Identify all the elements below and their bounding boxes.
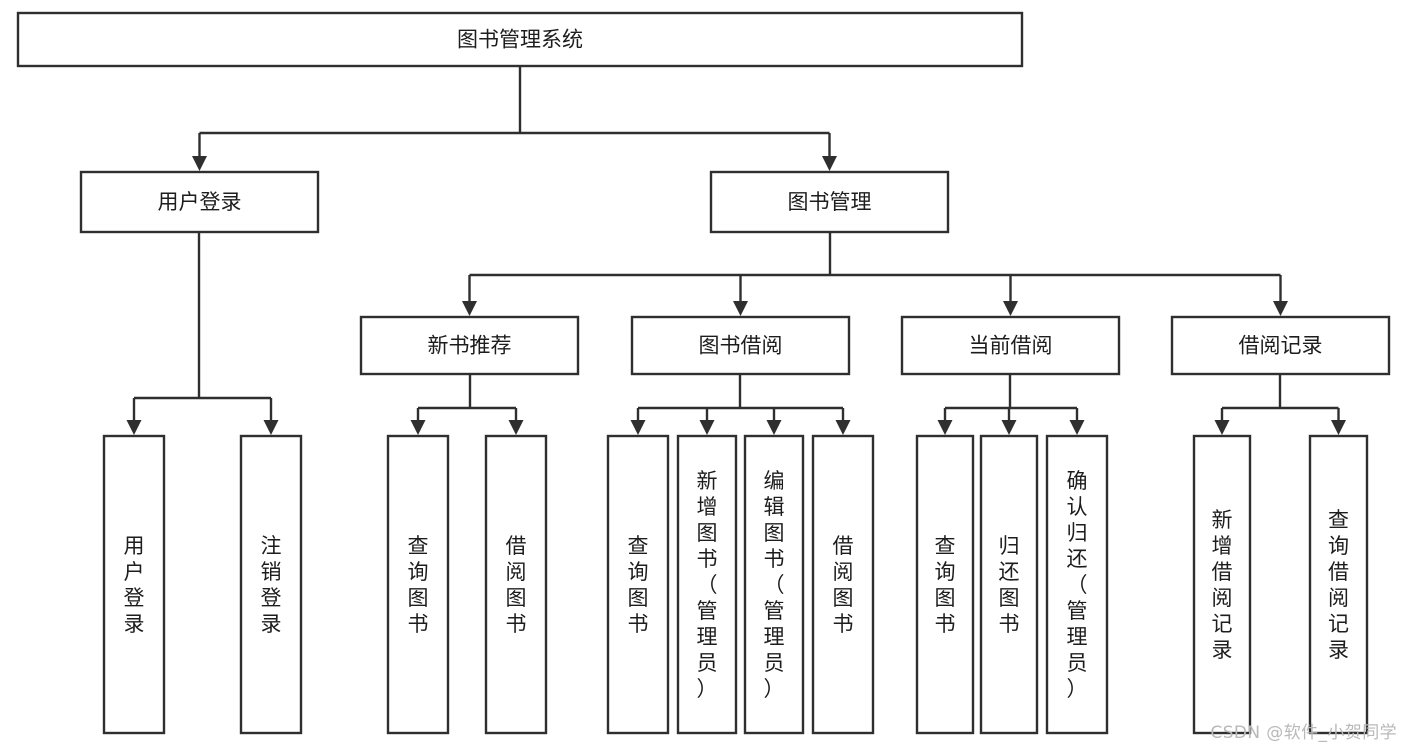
conn-recommend-to-leaves [410,374,524,435]
node-box-root[interactable] [16,11,1024,68]
node-box-borrow-record[interactable] [1170,315,1391,376]
node-label-borrow-record: 借阅记录 [1239,334,1323,358]
node-label-leaf-query-book-borrow: 查询图书 [628,534,649,636]
node-box-leaf-edit-book[interactable] [743,434,805,735]
leaf-node[interactable]: 新增借阅记录 [1192,434,1252,735]
node-box-leaf-add-borrow-record[interactable] [1192,434,1252,735]
node-box-leaf-add-book[interactable] [676,434,738,735]
leaf-node[interactable]: 借阅图书 [484,434,548,735]
leaf-node[interactable]: 用户登录 [102,434,166,735]
node-box-leaf-query-book-borrow[interactable] [606,434,670,735]
level3-node[interactable]: 新书推荐 [359,315,580,376]
node-box-leaf-query-book-current[interactable] [915,434,975,735]
node-label-leaf-confirm-return: 确认归还（管理员） [1067,469,1088,701]
conn-userlogin-to-leaves [126,232,279,435]
node-box-leaf-query-borrow-record[interactable] [1308,434,1369,735]
level3-node[interactable]: 借阅记录 [1170,315,1391,376]
conn-record-to-leaves [1214,374,1346,435]
conn-current-to-leaves [937,374,1085,435]
node-label-leaf-edit-book: 编辑图书（管理员） [764,469,785,701]
node-label-leaf-user-login: 用户登录 [124,534,145,636]
node-box-leaf-query-book-recommend[interactable] [386,434,450,735]
leaf-node[interactable]: 查询图书 [606,434,670,735]
node-label-leaf-logout: 注销登录 [261,534,282,636]
node-label-root: 图书管理系统 [457,28,583,52]
conn-root-to-level2 [192,66,837,171]
node-box-leaf-logout[interactable] [239,434,303,735]
node-box-leaf-borrow-book[interactable] [811,434,875,735]
node-box-leaf-confirm-return[interactable] [1045,434,1109,735]
leaf-node[interactable]: 归还图书 [979,434,1039,735]
connector-layer [126,66,1346,435]
node-layer: 图书管理系统用户登录图书管理新书推荐图书借阅当前借阅借阅记录用户登录注销登录查询… [16,11,1391,735]
node-label-book-management: 图书管理 [788,190,872,214]
leaf-node[interactable]: 新增图书（管理员） [676,434,738,735]
node-label-leaf-add-book: 新增图书（管理员） [697,469,718,701]
node-label-leaf-query-borrow-record: 查询借阅记录 [1328,508,1349,662]
node-box-leaf-borrow-book-recommend[interactable] [484,434,548,735]
conn-borrow-to-leaves [630,374,851,435]
node-label-leaf-borrow-book: 借阅图书 [833,534,854,636]
node-box-leaf-user-login[interactable] [102,434,166,735]
conn-bookmgmt-to-level3 [462,232,1288,316]
level2-node[interactable]: 用户登录 [79,170,320,234]
level3-node[interactable]: 当前借阅 [900,315,1121,376]
leaf-node[interactable]: 注销登录 [239,434,303,735]
leaf-node[interactable]: 借阅图书 [811,434,875,735]
node-label-current-borrow: 当前借阅 [969,334,1053,358]
node-label-book-borrow: 图书借阅 [699,334,783,358]
node-label-leaf-add-borrow-record: 新增借阅记录 [1212,508,1233,662]
level2-node[interactable]: 图书管理 [709,170,950,234]
node-box-user-login[interactable] [79,170,320,234]
node-label-user-login: 用户登录 [158,190,242,214]
node-box-book-borrow[interactable] [630,315,851,376]
node-label-leaf-return-book: 归还图书 [999,534,1020,636]
leaf-node[interactable]: 编辑图书（管理员） [743,434,805,735]
node-label-new-book-recommend: 新书推荐 [428,334,512,358]
root-node[interactable]: 图书管理系统 [16,11,1024,68]
watermark: CSDN @软件_小贺同学 [1210,723,1397,743]
level3-node[interactable]: 图书借阅 [630,315,851,376]
leaf-node[interactable]: 查询图书 [386,434,450,735]
node-box-new-book-recommend[interactable] [359,315,580,376]
node-label-leaf-query-book-current: 查询图书 [935,534,956,636]
leaf-node[interactable]: 查询借阅记录 [1308,434,1369,735]
leaf-node[interactable]: 确认归还（管理员） [1045,434,1109,735]
leaf-node[interactable]: 查询图书 [915,434,975,735]
node-box-leaf-return-book[interactable] [979,434,1039,735]
node-box-book-management[interactable] [709,170,950,234]
node-box-current-borrow[interactable] [900,315,1121,376]
node-label-leaf-query-book-recommend: 查询图书 [408,534,429,636]
node-label-leaf-borrow-book-recommend: 借阅图书 [506,534,527,636]
